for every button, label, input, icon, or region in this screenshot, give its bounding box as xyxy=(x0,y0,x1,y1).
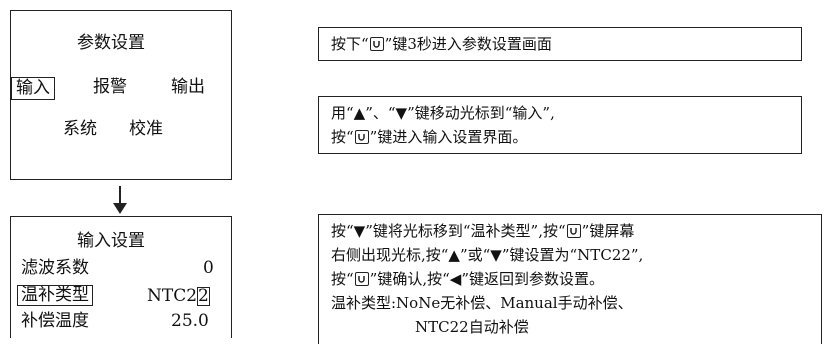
note2-line-2: 按“ ”键进入输入设置界面。 xyxy=(331,125,801,149)
note2-line-2-a: 按“ xyxy=(331,128,354,146)
input-settings-screen: 输入设置 滤波系数 0 温补类型 NTC22 补偿温度 25.0 xyxy=(10,216,232,338)
filter-coef-value: 0 xyxy=(203,258,214,278)
comp-temp-label: 补偿温度 xyxy=(21,311,89,331)
note1-part-a: 按下“ xyxy=(331,35,369,53)
note3-line-3: 按“ ”键确认,按“◀”键返回到参数设置。 xyxy=(331,267,821,291)
menu-item-output[interactable]: 输出 xyxy=(171,77,205,97)
note2-line-1: 用“▲”、“▼”键移动光标到“输入”, xyxy=(331,104,555,122)
note3-line-3-a: 按“ xyxy=(331,270,354,288)
flow-arrow-line xyxy=(119,186,121,206)
temp-comp-type-value-main: NTC2 xyxy=(147,286,198,306)
instruction-note-3: 按“▼”键将光标移到“温补类型”,按“ ”键屏幕 右侧出现光标,按“▲”或“▼”键… xyxy=(318,214,822,344)
instruction-note-2: 用“▲”、“▼”键移动光标到“输入”, 按“ ”键进入输入设置界面。 xyxy=(318,96,802,154)
param-settings-title: 参数设置 xyxy=(77,33,145,53)
note2-line-2-b: ”键进入输入设置界面。 xyxy=(369,128,528,146)
note3-line-3-b: ”键确认,按“◀”键返回到参数设置。 xyxy=(369,270,604,288)
temp-comp-type-value[interactable]: NTC22 xyxy=(147,287,210,306)
confirm-key-icon xyxy=(369,37,384,51)
note3-line-1-b: ”键屏幕 xyxy=(581,222,635,240)
temp-comp-type-label[interactable]: 温补类型 xyxy=(17,285,93,306)
input-settings-title: 输入设置 xyxy=(77,231,145,251)
filter-coef-label: 滤波系数 xyxy=(21,258,89,278)
menu-item-system[interactable]: 系统 xyxy=(63,119,97,139)
note3-line-5: NTC22自动补偿 xyxy=(415,318,529,336)
down-arrow-icon xyxy=(113,203,127,214)
note3-line-4: 温补类型:NoNe无补偿、Manual手动补偿、 xyxy=(331,294,633,312)
comp-temp-value: 25.0 xyxy=(171,311,209,331)
confirm-key-icon xyxy=(354,272,369,286)
confirm-key-icon xyxy=(566,224,581,238)
param-settings-screen: 参数设置 输入 报警 输出 系统 校准 xyxy=(10,10,232,180)
instruction-note-1: 按下“ ”键3秒进入参数设置画面 xyxy=(318,27,802,61)
menu-item-calibrate[interactable]: 校准 xyxy=(129,119,163,139)
confirm-key-icon xyxy=(354,130,369,144)
menu-item-alarm[interactable]: 报警 xyxy=(93,77,127,97)
value-cursor: 2 xyxy=(197,286,210,306)
note3-line-1-a: 按“▼”键将光标移到“温补类型”,按“ xyxy=(331,222,566,240)
note3-line-2: 右侧出现光标,按“▲”或“▼”键设置为“NTC22”, xyxy=(331,246,644,264)
menu-item-input[interactable]: 输入 xyxy=(11,77,55,100)
note1-part-b: ”键3秒进入参数设置画面 xyxy=(384,35,552,53)
note3-line-1: 按“▼”键将光标移到“温补类型”,按“ ”键屏幕 xyxy=(331,219,821,243)
